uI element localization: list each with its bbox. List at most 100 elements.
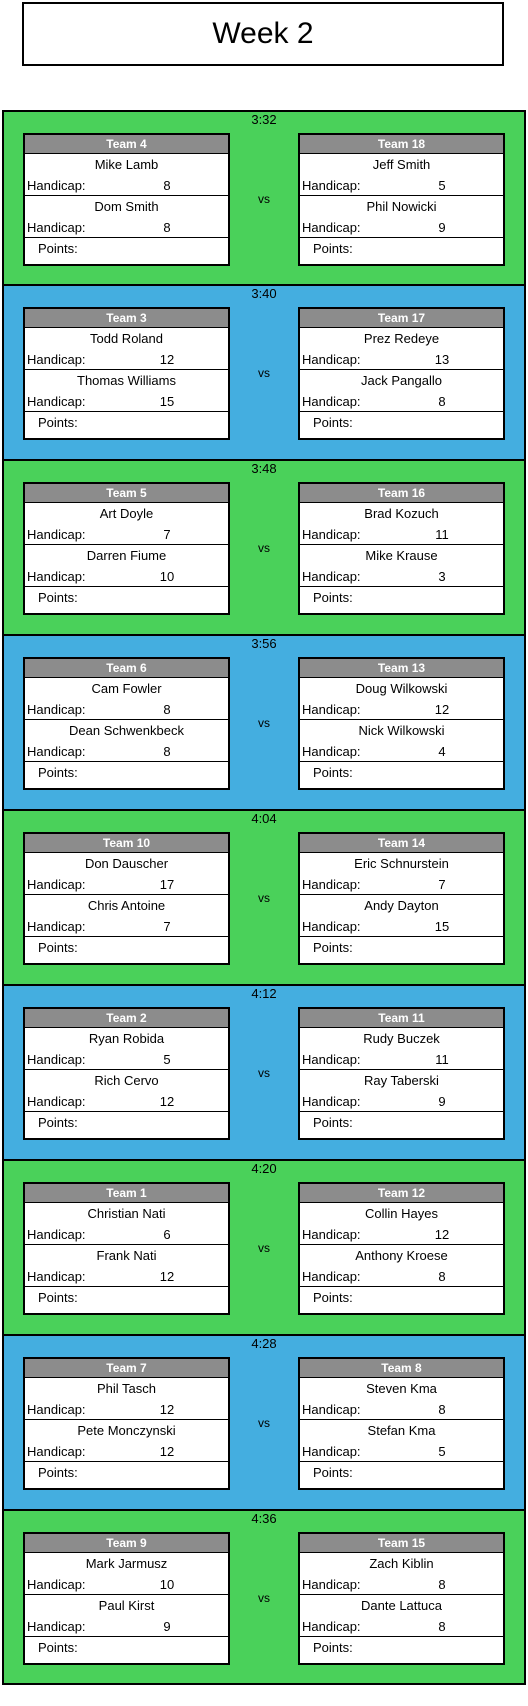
points-row: Points:: [25, 587, 228, 608]
team-name: Team 6: [25, 659, 228, 678]
handicap-value: 8: [163, 220, 171, 235]
points-label: Points:: [38, 1290, 78, 1305]
points-label: Points:: [313, 765, 353, 780]
handicap-label: Handicap:: [27, 569, 86, 584]
match-time: 4:36: [251, 1511, 277, 1526]
player-name: Doug Wilkowski: [355, 681, 448, 696]
player-name: Dante Lattuca: [361, 1598, 442, 1613]
handicap-value: 12: [159, 1269, 175, 1284]
handicap-row: Handicap:5: [25, 1049, 228, 1070]
vs-label: vs: [258, 1241, 270, 1255]
match-time: 4:20: [251, 1161, 277, 1176]
handicap-value: 9: [163, 1619, 171, 1634]
handicap-label: Handicap:: [27, 1577, 86, 1592]
points-row: Points:: [300, 412, 503, 433]
handicap-value: 15: [434, 919, 450, 934]
handicap-row: Handicap:12: [25, 1441, 228, 1462]
handicap-value: 10: [159, 569, 175, 584]
player-name: Brad Kozuch: [364, 506, 439, 521]
team-name: Team 7: [25, 1359, 228, 1378]
handicap-value: 12: [159, 1094, 175, 1109]
match-time: 3:48: [251, 461, 277, 476]
team-name: Team 3: [25, 309, 228, 328]
handicap-label: Handicap:: [27, 1227, 86, 1242]
handicap-value: 5: [438, 1444, 446, 1459]
player-name: Don Dauscher: [84, 856, 169, 871]
handicap-value: 5: [163, 1052, 171, 1067]
points-label: Points:: [38, 940, 78, 955]
points-row: Points:: [300, 1112, 503, 1133]
handicap-value: 8: [438, 1402, 446, 1417]
points-row: Points:: [300, 937, 503, 958]
handicap-label: Handicap:: [302, 919, 361, 934]
player-name: Phil Tasch: [96, 1381, 156, 1396]
points-label: Points:: [313, 241, 353, 256]
points-label: Points:: [313, 1640, 353, 1655]
points-row: Points:: [25, 1462, 228, 1483]
handicap-row: Handicap:11: [300, 1049, 503, 1070]
player-name: Steven Kma: [366, 1381, 437, 1396]
vs-label: vs: [258, 891, 270, 905]
team-name: Team 8: [300, 1359, 503, 1378]
player-name: Jack Pangallo: [361, 373, 442, 388]
player-name: Prez Redeye: [363, 331, 440, 346]
handicap-row: Handicap:9: [300, 1091, 503, 1112]
handicap-row: Handicap:8: [300, 391, 503, 412]
player-name: Todd Roland: [90, 331, 163, 346]
handicap-label: Handicap:: [27, 1619, 86, 1634]
player-name: Anthony Kroese: [355, 1248, 448, 1263]
team-name: Team 9: [25, 1534, 228, 1553]
handicap-row: Handicap: 9: [25, 1616, 228, 1637]
vs-label: vs: [258, 1591, 270, 1605]
player-name: Christian Nati: [87, 1206, 166, 1221]
team-name: Team 1: [25, 1184, 228, 1203]
vs-label: vs: [258, 541, 270, 555]
player-name: Dean Schwenkbeck: [69, 723, 184, 738]
handicap-value: 4: [438, 744, 446, 759]
handicap-label: Handicap:: [27, 1269, 86, 1284]
points-row: Points:: [300, 1462, 503, 1483]
points-label: Points:: [38, 765, 78, 780]
player-name: Phil Nowicki: [366, 199, 437, 214]
points-row: Points:: [25, 937, 228, 958]
handicap-row: Handicap:12: [25, 1399, 228, 1420]
player-name: Mike Krause: [365, 548, 438, 563]
player-name: Jeff Smith: [372, 157, 431, 172]
handicap-label: Handicap:: [27, 702, 86, 717]
points-row: Points:: [25, 762, 228, 783]
points-row: Points:: [25, 238, 228, 259]
team-name: Team 12: [300, 1184, 503, 1203]
points-row: Points:: [300, 1637, 503, 1658]
handicap-label: Handicap:: [27, 919, 86, 934]
points-row: Points:: [300, 1287, 503, 1308]
handicap-row: Handicap:6: [25, 1224, 228, 1245]
handicap-row: Handicap:8: [300, 1574, 503, 1595]
points-label: Points:: [38, 415, 78, 430]
player-name: Darren Fiume: [86, 548, 167, 563]
player-name: Eric Schnurstein: [354, 856, 449, 871]
points-row: Points:: [25, 412, 228, 433]
points-label: Points:: [313, 590, 353, 605]
handicap-value: 13: [434, 352, 450, 367]
points-row: Points:: [25, 1637, 228, 1658]
points-row: Points:: [25, 1112, 228, 1133]
player-name: Ray Taberski: [364, 1073, 439, 1088]
player-name: Zach Kiblin: [369, 1556, 434, 1571]
vs-label: vs: [258, 1066, 270, 1080]
vs-label: vs: [258, 366, 270, 380]
handicap-row: Handicap:8: [300, 1399, 503, 1420]
player-name: Rudy Buczek: [363, 1031, 440, 1046]
team-name: Team 11: [300, 1009, 503, 1028]
